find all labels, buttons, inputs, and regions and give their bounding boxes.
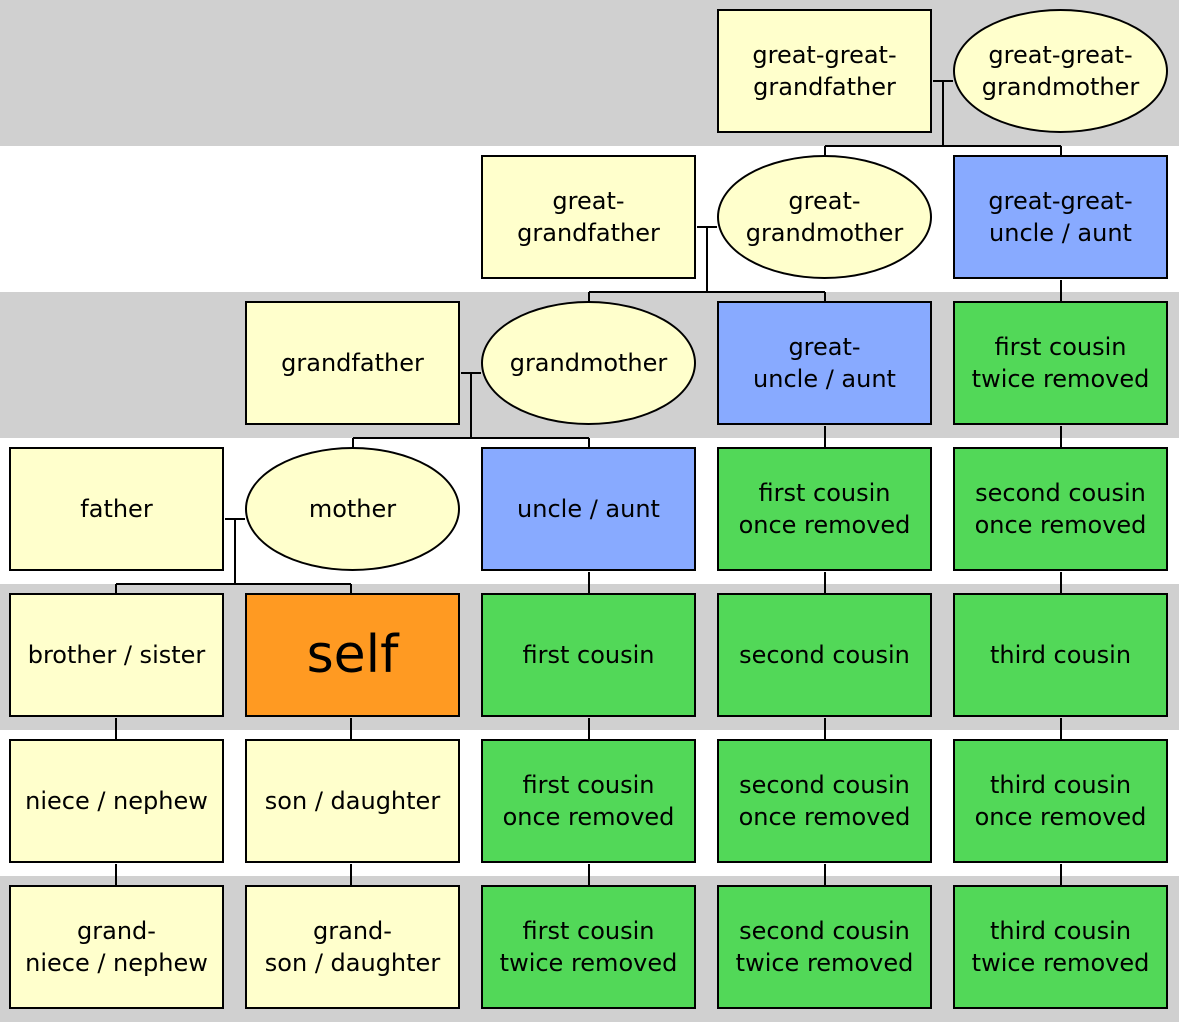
grandfather-node: grandfather — [245, 301, 460, 425]
son-daughter-node: son / daughter — [245, 739, 460, 863]
great-uncle-aunt-node: great- uncle / aunt — [717, 301, 932, 425]
father-node: father — [9, 447, 224, 571]
first-cousin-once-removed-up-node: first cousin once removed — [717, 447, 932, 571]
second-cousin-node: second cousin — [717, 593, 932, 717]
great-grandmother-node: great- grandmother — [717, 155, 932, 279]
mother-node: mother — [245, 447, 460, 571]
second-cousin-twice-removed-node: second cousin twice removed — [717, 885, 932, 1009]
first-cousin-node: first cousin — [481, 593, 696, 717]
great-great-grandmother-node: great-great- grandmother — [953, 9, 1168, 133]
great-grandfather-node: great- grandfather — [481, 155, 696, 279]
niece-nephew-node: niece / nephew — [9, 739, 224, 863]
grand-niece-nephew-node: grand- niece / nephew — [9, 885, 224, 1009]
self-node: self — [245, 593, 460, 717]
grandmother-node: grandmother — [481, 301, 696, 425]
great-great-grandfather-node: great-great- grandfather — [717, 9, 932, 133]
second-cousin-once-removed-down-node: second cousin once removed — [717, 739, 932, 863]
first-cousin-twice-removed-up-node: first cousin twice removed — [953, 301, 1168, 425]
uncle-aunt-node: uncle / aunt — [481, 447, 696, 571]
brother-sister-node: brother / sister — [9, 593, 224, 717]
great-great-uncle-aunt-node: great-great- uncle / aunt — [953, 155, 1168, 279]
grand-son-daughter-node: grand- son / daughter — [245, 885, 460, 1009]
first-cousin-once-removed-down-node: first cousin once removed — [481, 739, 696, 863]
third-cousin-node: third cousin — [953, 593, 1168, 717]
third-cousin-once-removed-node: third cousin once removed — [953, 739, 1168, 863]
first-cousin-twice-removed-down-node: first cousin twice removed — [481, 885, 696, 1009]
second-cousin-once-removed-up-node: second cousin once removed — [953, 447, 1168, 571]
third-cousin-twice-removed-node: third cousin twice removed — [953, 885, 1168, 1009]
